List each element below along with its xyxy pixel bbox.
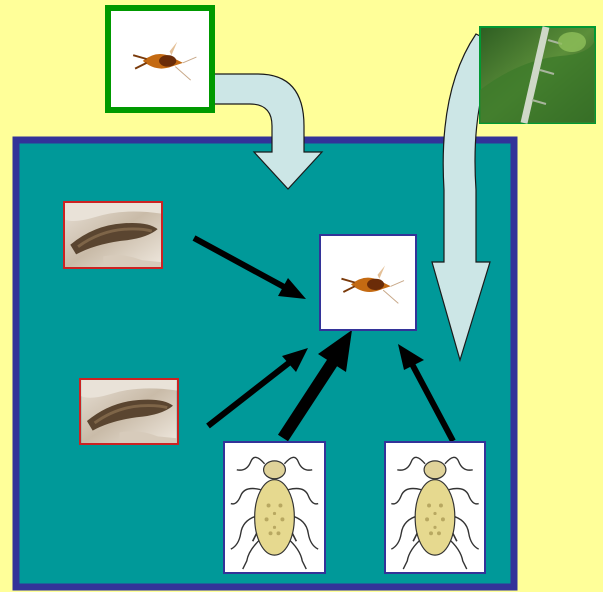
parasitoid-wasp-icon [323,237,414,328]
larva-icon [64,202,161,268]
plant-leaf-icon [558,32,586,52]
aphid-2-node [385,442,485,573]
aphid-icon [385,442,484,573]
parasitoid-wasp-icon [114,13,206,105]
larva-icon [81,379,177,444]
immigrant-parasitoid-node [108,8,212,110]
resident-parasitoid-node [320,235,416,330]
aphid-1-node [224,442,325,573]
host-larva-2-node [80,379,178,444]
host-larva-1-node [64,202,162,268]
host-plant-node [480,27,595,123]
aphid-icon [225,442,324,573]
